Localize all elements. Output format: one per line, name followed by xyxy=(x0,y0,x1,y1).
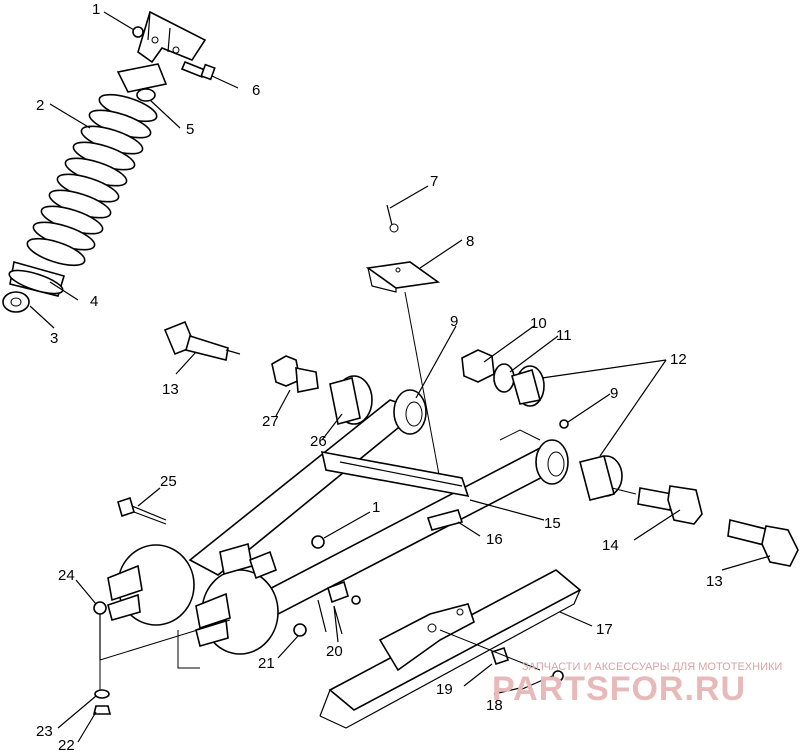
watermark: ЗАПЧАСТИ И АКСЕССУАРЫ ДЛЯ МОТОТЕХНИКИ PA… xyxy=(492,661,782,708)
callout-25: 25 xyxy=(160,473,177,490)
callout-10: 10 xyxy=(530,315,547,332)
swing-arm-frame xyxy=(99,389,569,690)
spring-coils xyxy=(26,93,158,267)
rear-fasteners xyxy=(92,496,361,715)
callout-19: 19 xyxy=(436,681,453,698)
callout-18: 18 xyxy=(486,697,503,714)
callout-24: 24 xyxy=(58,567,75,584)
callout-26: 26 xyxy=(310,433,327,450)
pivot-hardware xyxy=(163,320,799,567)
callout-6: 6 xyxy=(252,82,260,99)
callout-1-lower: 1 xyxy=(372,499,380,516)
callout-22: 22 xyxy=(58,737,75,752)
callout-9-upper: 9 xyxy=(450,313,458,330)
callout-8: 8 xyxy=(466,233,474,250)
chain-guide xyxy=(319,569,582,729)
callout-16: 16 xyxy=(486,531,503,548)
shock-absorber xyxy=(2,10,216,313)
callout-9-lower: 9 xyxy=(610,385,618,402)
callout-3: 3 xyxy=(50,330,58,347)
callout-1-top: 1 xyxy=(92,1,100,18)
callout-11: 11 xyxy=(556,327,572,344)
callout-12: 12 xyxy=(670,351,687,368)
callout-14: 14 xyxy=(602,537,619,554)
callout-13-right: 13 xyxy=(706,573,723,590)
callout-13-left: 13 xyxy=(162,381,179,398)
callout-labels: 1 2 3 4 5 6 7 8 9 10 11 12 9 13 13 14 15… xyxy=(36,1,723,752)
watermark-subtitle: ЗАПЧАСТИ И АКСЕССУАРЫ ДЛЯ МОТОТЕХНИКИ xyxy=(522,661,782,673)
callout-20: 20 xyxy=(326,643,343,660)
watermark-brand: PARTSFOR.RU xyxy=(492,670,746,708)
callout-4: 4 xyxy=(90,293,98,310)
callout-21: 21 xyxy=(258,655,275,672)
callout-7: 7 xyxy=(430,173,438,190)
callout-2: 2 xyxy=(36,97,44,114)
callout-27: 27 xyxy=(262,413,279,430)
callout-5: 5 xyxy=(186,121,194,138)
callout-17: 17 xyxy=(596,621,613,638)
callout-15: 15 xyxy=(544,515,561,532)
leader-lines xyxy=(29,11,771,743)
callout-23: 23 xyxy=(36,723,53,740)
